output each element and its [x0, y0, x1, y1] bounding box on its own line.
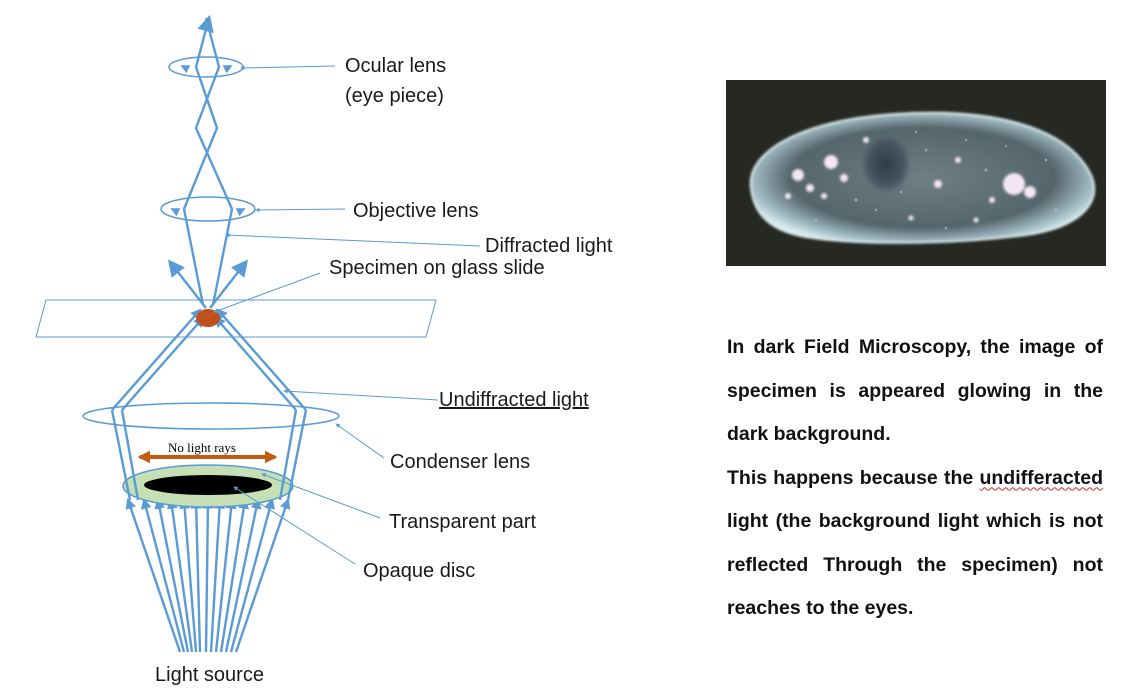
- speckle: [814, 130, 1058, 230]
- label-opaque-disc: Opaque disc: [363, 560, 475, 582]
- cell-body: [749, 111, 1096, 244]
- label-transparent-part: Transparent part: [389, 511, 537, 533]
- diffracted-rays: [182, 14, 234, 306]
- caption-line2-a: This happens because the: [727, 466, 974, 489]
- label-condenser-lens: Condenser lens: [390, 451, 530, 473]
- glass-slide: [35, 299, 437, 338]
- light-source-rays: [125, 497, 291, 653]
- bright-granules: [785, 137, 1036, 223]
- caption-paragraph-1: In dark Field Microscopy, the image of s…: [727, 336, 1103, 445]
- leader-lines: [213, 65, 481, 565]
- label-undiffracted-light: Undiffracted light: [439, 389, 589, 411]
- condenser-lens: [82, 402, 340, 430]
- opaque-disc: [144, 475, 272, 495]
- objective-lens: [160, 196, 256, 222]
- caption-line2-b: light (the background light which is not…: [727, 510, 1103, 619]
- label-ocular-lens: Ocular lens: [345, 55, 446, 77]
- label-objective-lens: Objective lens: [353, 200, 479, 222]
- caption-text: In dark Field Microscopy, the image of s…: [727, 326, 1103, 631]
- scattered-rays: [167, 259, 249, 309]
- label-specimen: Specimen on glass slide: [329, 257, 545, 279]
- dark-field-diagram: Ocular lens (eye piece) Objective lens D…: [35, 14, 613, 686]
- dark-field-micrograph: [726, 80, 1106, 266]
- label-eye-piece: (eye piece): [345, 85, 444, 107]
- specimen: [196, 309, 220, 327]
- label-no-light-rays: No light rays: [168, 440, 236, 455]
- ocular-lens: [168, 56, 244, 78]
- caption-undifferacted: undifferacted: [979, 466, 1103, 489]
- micrograph-image: [726, 80, 1106, 266]
- label-diffracted-light: Diffracted light: [485, 235, 613, 257]
- label-light-source: Light source: [155, 664, 264, 686]
- cell-nucleus: [864, 138, 908, 190]
- caption-paragraph-2: This happens because the undifferacted l…: [727, 457, 1103, 631]
- lens-ray-arrows: [170, 65, 246, 217]
